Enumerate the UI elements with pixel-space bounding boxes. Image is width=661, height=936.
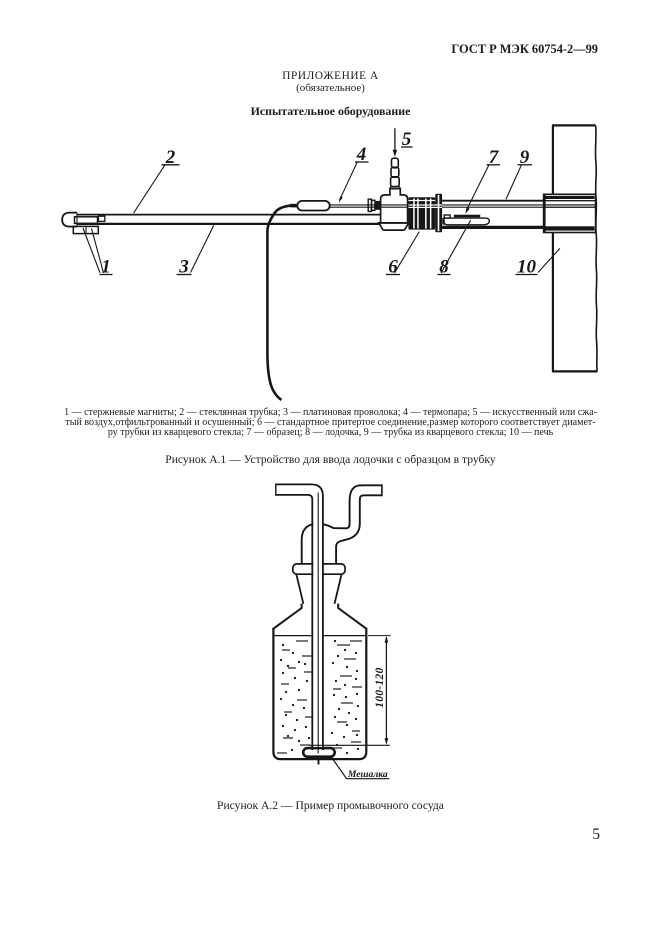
- dimension-text: 100-120: [374, 667, 386, 707]
- part-number-2: 2: [165, 147, 176, 168]
- part-number-4: 4: [356, 144, 367, 165]
- glass-tube: [61, 211, 381, 228]
- leader-4: [339, 161, 358, 201]
- sample: [453, 214, 481, 218]
- legend-line-2: тый воздух,отфильтрованный и осушенный; …: [65, 416, 596, 428]
- part-number-3: 3: [178, 257, 189, 278]
- figure-a1-legend: 1 — стержневые магниты; 2 — стеклянная т…: [0, 406, 661, 438]
- figure-a1-drawing: 1 2 3: [61, 124, 598, 401]
- part-number-7: 7: [489, 147, 500, 168]
- thermocouple-tube: [329, 204, 409, 208]
- furnace-tube-sleeve: [542, 193, 597, 234]
- thermocouple-connector: [296, 199, 331, 212]
- ground-joint: [408, 193, 443, 233]
- leader-4-arrow: [338, 196, 343, 203]
- boat: [442, 214, 491, 226]
- stirrer-label-text: Мешалка: [347, 769, 388, 780]
- stopper-head: [300, 484, 383, 564]
- stirrer-label-group: Мешалка: [330, 756, 390, 780]
- appendix-subtitle: (обязательное): [296, 82, 365, 94]
- leader-10: [537, 248, 561, 273]
- leader-6: [394, 231, 420, 274]
- inlet-dip-tube: [275, 483, 324, 765]
- part-number-1: 1: [101, 257, 111, 278]
- ground-stopper-cone: [295, 574, 343, 605]
- figure-a2-drawing: 100-120 Мешалка: [272, 483, 391, 780]
- leader-7-arrow: [465, 207, 470, 214]
- thermocouple-lead-wire: [266, 204, 292, 401]
- page-number: 5: [592, 826, 600, 843]
- stir-bar: [301, 746, 337, 758]
- leader-3: [190, 225, 215, 273]
- joint-body-bulge: [377, 222, 411, 231]
- air-inlet-nozzle: [389, 157, 401, 190]
- leader-9: [505, 164, 523, 200]
- leader-8: [440, 220, 472, 274]
- leader-1a: [82, 227, 101, 273]
- part-number-10: 10: [517, 257, 537, 278]
- part-number-5: 5: [402, 129, 412, 150]
- leader-7: [465, 164, 490, 211]
- air-inlet-body: [379, 187, 409, 224]
- dimension-100-120: 100-120: [309, 635, 391, 746]
- part-number-9: 9: [520, 147, 530, 168]
- legend-line-3: ру трубки из кварцевого стекла; 7 — обра…: [107, 426, 554, 438]
- furnace: [551, 124, 598, 373]
- part-number-6: 6: [388, 257, 398, 278]
- part-number-8: 8: [439, 257, 449, 278]
- wash-bottle-body: [272, 603, 368, 761]
- figure-a1-caption: Рисунок А.1 — Устройство для ввода лодоч…: [165, 453, 496, 466]
- appendix-title: ПРИЛОЖЕНИЕ А: [282, 70, 379, 82]
- rod-magnets: [72, 215, 106, 235]
- leader-2: [133, 164, 166, 214]
- leader-5-arrow: [392, 149, 398, 157]
- leader-1b: [90, 228, 105, 273]
- document-header: ГОСТ Р МЭК 60754-2—99: [451, 41, 598, 56]
- figure-a2-caption: Рисунок А.2 — Пример промывочного сосуда: [217, 798, 444, 812]
- legend-line-1: 1 — стержневые магниты; 2 — стеклянная т…: [64, 406, 597, 418]
- section-title: Испытательное оборудование: [250, 104, 411, 118]
